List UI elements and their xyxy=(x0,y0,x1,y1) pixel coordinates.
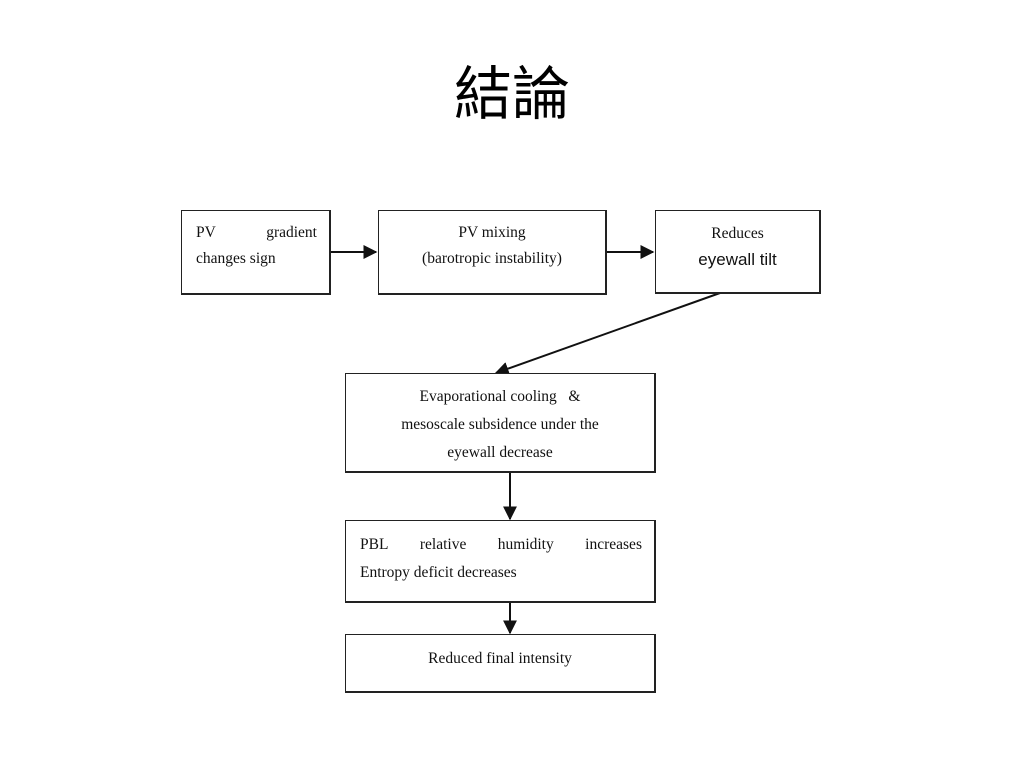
evaporational-line2: mesoscale subsidence under the xyxy=(401,416,599,433)
box-reduces-eyewall-tilt: Reduces eyewall tilt xyxy=(655,210,821,294)
evaporational-line3: eyewall decrease xyxy=(447,444,553,461)
pbl-word-humidity: humidity xyxy=(497,536,554,553)
pv-gradient-word-pv: PV xyxy=(196,224,216,241)
pbl-line2: Entropy deficit decreases xyxy=(360,564,517,581)
pbl-word-relative: relative xyxy=(419,536,467,553)
pbl-line1: PBL relative humidity increases xyxy=(360,531,642,559)
pv-mixing-line2: (barotropic instability) xyxy=(422,250,562,267)
pv-mixing-line1: PV mixing xyxy=(458,224,526,241)
box-evaporational-cooling: Evaporational cooling & mesoscale subsid… xyxy=(345,373,656,473)
page-title: 結論 xyxy=(453,60,570,128)
box-pv-mixing: PV mixing (barotropic instability) xyxy=(378,210,607,295)
box-reduced-final-intensity: Reduced final intensity xyxy=(345,634,656,693)
pbl-word-increases: increases xyxy=(585,536,642,553)
reduces-line2: eyewall tilt xyxy=(698,250,777,269)
pv-gradient-line1: PV gradient xyxy=(196,220,317,246)
arrow-tilt-to-evaporational xyxy=(494,292,721,376)
pv-gradient-word-gradient: gradient xyxy=(266,224,317,241)
final-line1: Reduced final intensity xyxy=(428,650,572,667)
box-pv-gradient: PV gradient changes sign xyxy=(181,210,331,295)
pv-gradient-line2: changes sign xyxy=(196,250,276,267)
box-pbl-humidity: PBL relative humidity increases Entropy … xyxy=(345,520,656,603)
evaporational-line1: Evaporational cooling & xyxy=(419,388,581,405)
reduces-line1: Reduces xyxy=(711,225,764,242)
pbl-word-pbl: PBL xyxy=(360,536,389,553)
